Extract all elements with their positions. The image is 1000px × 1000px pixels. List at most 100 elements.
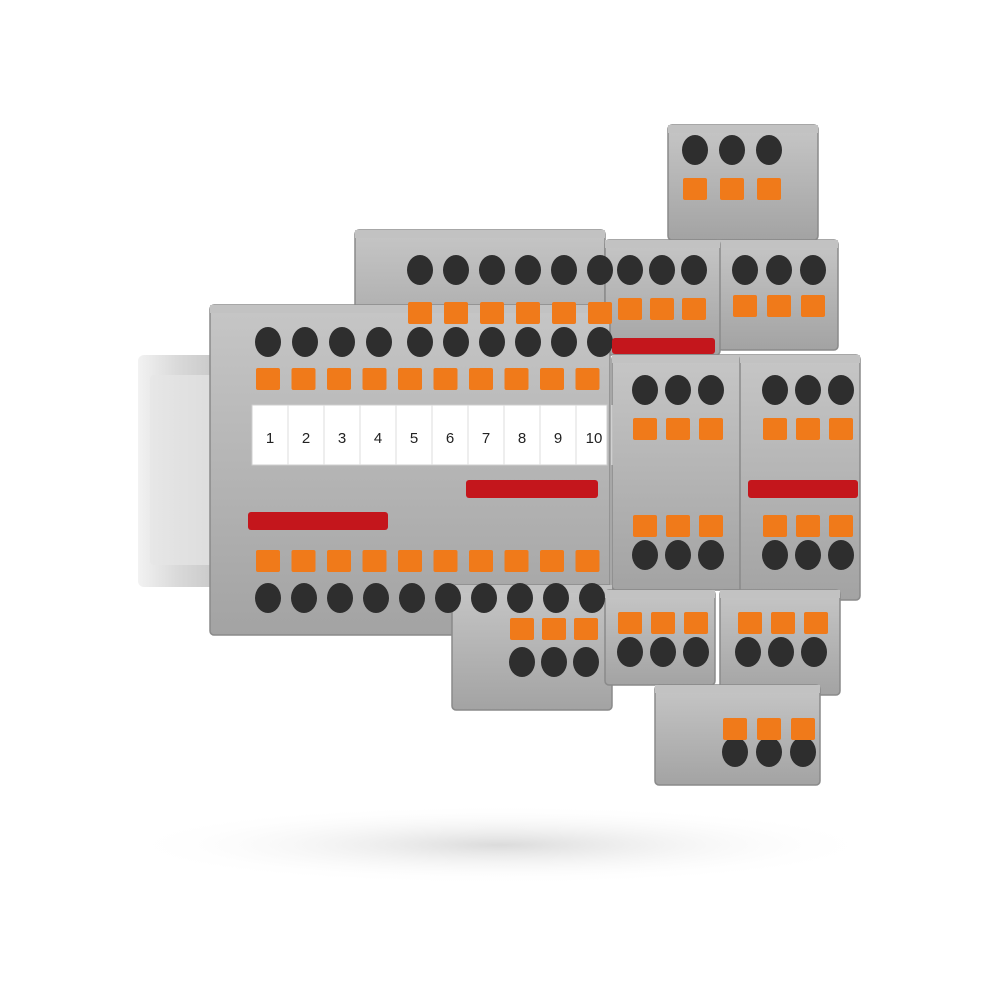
conductor-opening-35 (363, 583, 389, 613)
conductor-opening-29 (762, 375, 788, 405)
conductor-opening-41 (579, 583, 605, 613)
conductor-opening-32 (255, 583, 281, 613)
push-button-27 (666, 418, 690, 440)
housing-top-edge-2 (718, 240, 838, 248)
conductor-opening-15 (681, 255, 707, 285)
housing-top-edge-8 (452, 585, 612, 593)
marker-label-10: 10 (586, 430, 603, 447)
push-button-actuators (256, 178, 853, 740)
conductor-opening-43 (665, 540, 691, 570)
push-button-53 (684, 612, 708, 634)
push-button-36 (398, 550, 422, 572)
push-button-28 (699, 418, 723, 440)
housing-top-edge-9 (605, 590, 715, 598)
push-button-45 (763, 515, 787, 537)
push-button-9 (480, 302, 504, 324)
conductor-opening-21 (443, 327, 469, 357)
push-button-26 (633, 418, 657, 440)
marker-label-6: 6 (446, 430, 454, 447)
conductor-opening-18 (329, 327, 355, 357)
conductor-opening-8 (443, 255, 469, 285)
conductor-opening-45 (762, 540, 788, 570)
conductor-openings (255, 135, 854, 767)
push-button-52 (651, 612, 675, 634)
push-button-3 (757, 178, 781, 200)
push-button-34 (327, 550, 351, 572)
push-button-6 (801, 295, 825, 317)
push-button-18 (327, 368, 351, 390)
push-button-8 (444, 302, 468, 324)
push-button-38 (469, 550, 493, 572)
marker-label-8: 8 (518, 430, 526, 447)
push-button-29 (763, 418, 787, 440)
conductor-opening-25 (587, 327, 613, 357)
conductor-opening-12 (587, 255, 613, 285)
marker-label-5: 5 (410, 430, 418, 447)
push-button-48 (510, 618, 534, 640)
conductor-opening-34 (327, 583, 353, 613)
conductor-opening-22 (479, 327, 505, 357)
push-button-42 (633, 515, 657, 537)
push-button-56 (804, 612, 828, 634)
push-button-31 (829, 418, 853, 440)
conductor-opening-7 (407, 255, 433, 285)
conductor-opening-44 (698, 540, 724, 570)
conductor-opening-55 (768, 637, 794, 667)
push-button-17 (291, 368, 316, 390)
conductor-opening-1 (682, 135, 708, 165)
conductor-opening-30 (795, 375, 821, 405)
conductor-opening-51 (617, 637, 643, 667)
push-button-57 (723, 718, 747, 740)
conductor-opening-33 (291, 583, 317, 613)
conductor-opening-49 (541, 647, 567, 677)
housing-top-edge-7 (740, 355, 860, 363)
conductor-opening-5 (766, 255, 792, 285)
push-button-23 (504, 368, 529, 390)
conductor-opening-27 (665, 375, 691, 405)
conductor-opening-14 (649, 255, 675, 285)
housing-top-edge-10 (720, 590, 840, 598)
conductor-opening-59 (790, 737, 816, 767)
push-button-11 (552, 302, 576, 324)
marker-label-1: 1 (266, 430, 274, 447)
push-button-37 (433, 550, 458, 572)
conductor-opening-42 (632, 540, 658, 570)
conductor-opening-28 (698, 375, 724, 405)
housing-top-edge-3 (355, 230, 605, 238)
push-button-58 (757, 718, 781, 740)
bridge-3 (466, 480, 598, 498)
marker-label-2: 2 (302, 430, 310, 447)
conductor-opening-53 (683, 637, 709, 667)
conductor-opening-9 (479, 255, 505, 285)
push-button-24 (540, 368, 564, 390)
push-button-1 (683, 178, 707, 200)
conductor-opening-56 (801, 637, 827, 667)
push-button-7 (408, 302, 432, 324)
conductor-opening-50 (573, 647, 599, 677)
conductor-opening-23 (515, 327, 541, 357)
push-button-15 (682, 298, 706, 320)
floor-shadow (120, 805, 880, 885)
marker-label-4: 4 (374, 430, 382, 447)
conductor-opening-2 (719, 135, 745, 165)
conductor-opening-17 (292, 327, 318, 357)
push-button-30 (796, 418, 820, 440)
push-button-49 (542, 618, 566, 640)
push-button-44 (699, 515, 723, 537)
conductor-opening-11 (551, 255, 577, 285)
bridge-1 (612, 338, 715, 354)
push-button-19 (362, 368, 387, 390)
push-button-59 (791, 718, 815, 740)
conductor-opening-38 (471, 583, 497, 613)
conductor-opening-16 (255, 327, 281, 357)
marker-label-7: 7 (482, 430, 490, 447)
push-button-10 (516, 302, 540, 324)
housing-top-edge-6 (612, 355, 747, 363)
housing-top-edge-4 (605, 240, 720, 248)
marker-label-9: 9 (554, 430, 562, 447)
push-button-32 (256, 550, 280, 572)
push-button-5 (767, 295, 791, 317)
push-button-47 (829, 515, 853, 537)
bridge-2 (248, 512, 388, 530)
